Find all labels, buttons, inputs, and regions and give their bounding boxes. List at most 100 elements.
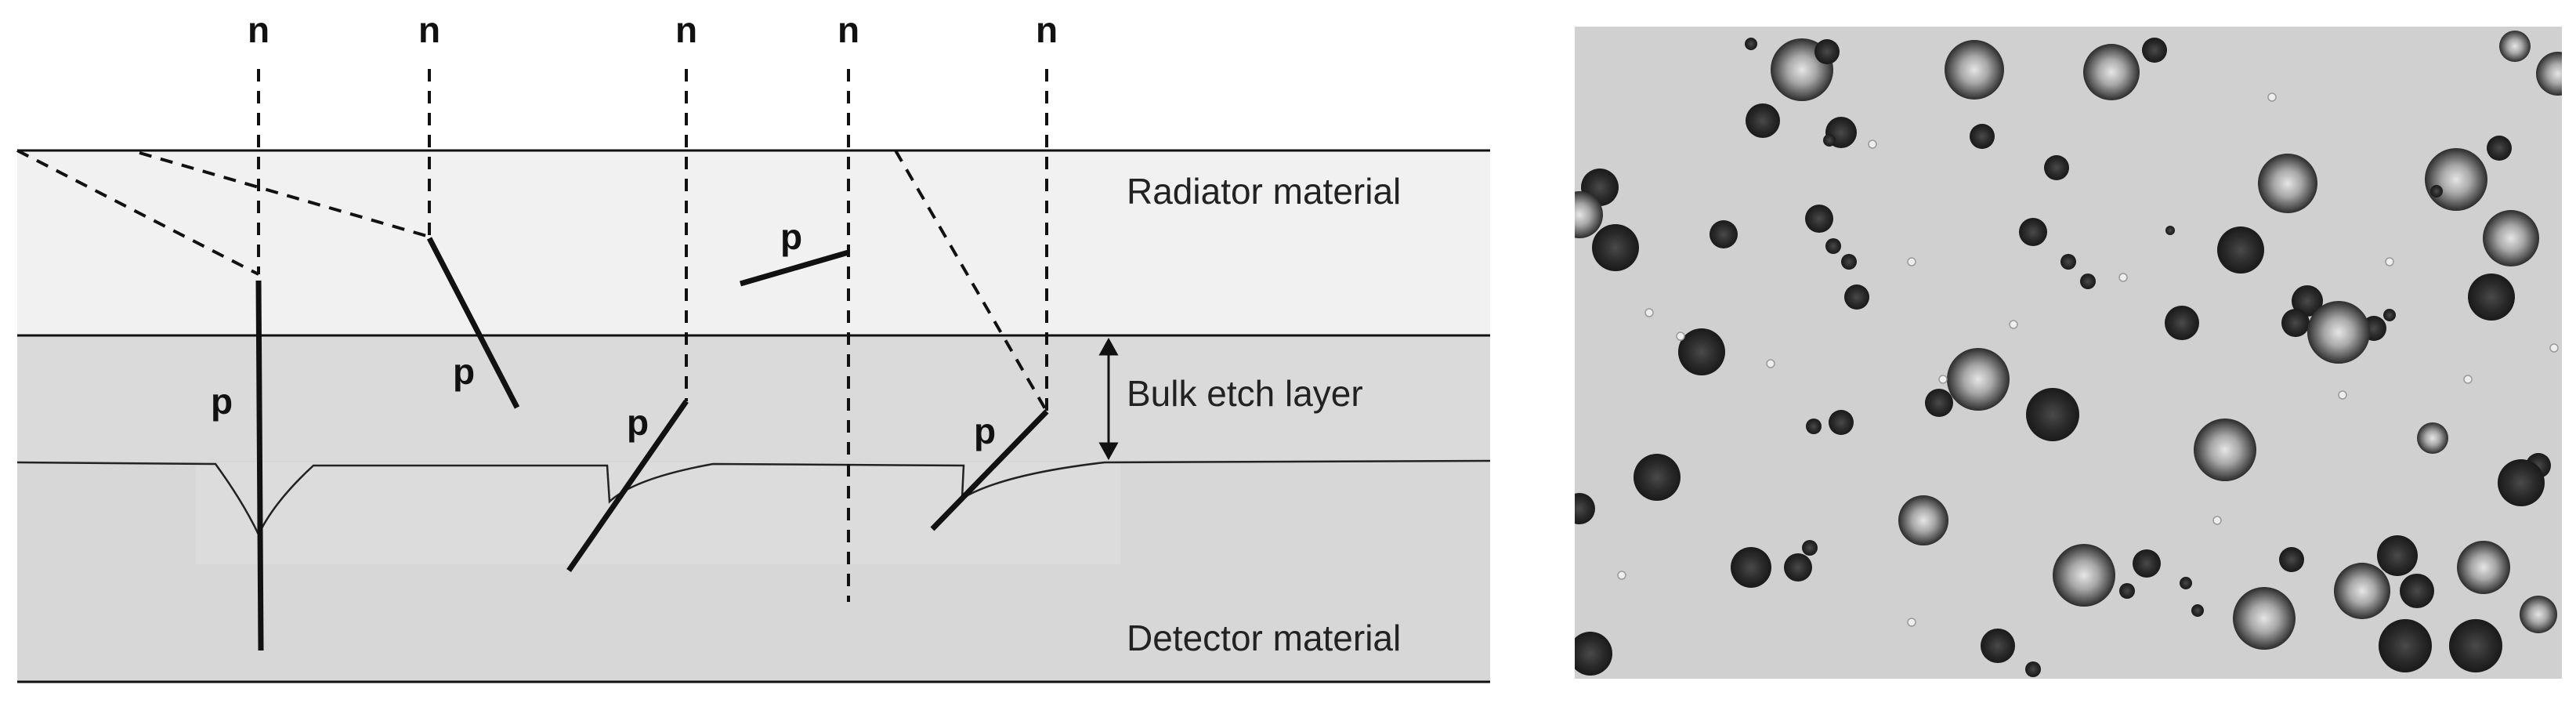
dark-track-spot [2080, 274, 2096, 289]
dark-track-spot [1592, 224, 1639, 271]
ring-track-spot [2499, 31, 2531, 62]
dark-track-spot [2142, 38, 2167, 63]
light-speck [2463, 375, 2473, 384]
ring-track-spot [1947, 348, 2010, 411]
dark-track-spot [1575, 632, 1612, 676]
light-speck [2009, 320, 2018, 329]
bulk-etch-thickness-arrow [1098, 337, 1119, 461]
etched-region-shade [196, 462, 1120, 564]
dark-track-spot [1802, 540, 1818, 556]
etched-tracks-micrograph [1575, 27, 2562, 679]
n-label-4: n [838, 9, 859, 50]
dark-track-spot [2468, 274, 2515, 321]
dark-track-spot [2449, 619, 2502, 672]
p-label-5: p [974, 411, 996, 451]
dark-track-spot [2292, 285, 2323, 317]
dark-track-spot [2019, 218, 2047, 246]
dark-track-spot [2400, 574, 2434, 608]
dark-track-spot [1814, 39, 1840, 64]
light-speck [1617, 571, 1626, 580]
dark-track-spot [2487, 136, 2512, 161]
p-tracks [255, 237, 1049, 651]
radiator-material-label: Radiator material [1127, 171, 1401, 212]
dark-track-spot [2025, 661, 2041, 677]
n-label-1: n [248, 9, 270, 50]
light-speck [1868, 140, 1877, 149]
n-lines [257, 69, 1048, 602]
p-label-2: p [453, 351, 475, 392]
dark-track-spot [2191, 604, 2204, 617]
n-label-5: n [1036, 9, 1058, 50]
light-speck [2385, 257, 2394, 266]
dark-track-spot [1731, 547, 1771, 588]
projection-line-2 [139, 151, 430, 238]
ring-track-spot [2307, 301, 2370, 364]
dark-track-spot [1784, 553, 1812, 582]
ring-track-spot [2417, 422, 2448, 454]
detector-material-label: Detector material [1127, 618, 1401, 658]
n-label-2: n [418, 9, 440, 50]
light-speck [1644, 308, 1654, 317]
track-formation-diagram: n n n n n p p p p p Radiator material Bu… [16, 9, 1491, 683]
dark-track-spot [2383, 309, 2396, 321]
dark-track-spot [1925, 389, 1953, 417]
ring-track-spot [2483, 210, 2539, 266]
ring-track-spot [2233, 587, 2296, 650]
p-track-2 [426, 237, 520, 409]
ring-track-spot [2536, 52, 2562, 96]
ring-track-spot [2194, 419, 2256, 481]
dark-track-spot [1745, 38, 1757, 50]
ring-track-spot [2334, 563, 2390, 619]
dark-track-spot [2430, 185, 2443, 197]
etched-surface-line [16, 459, 1491, 537]
n-label-3: n [675, 9, 697, 50]
light-speck [1907, 257, 1916, 266]
ring-track-spot [1898, 495, 1948, 545]
p-label-4: p [780, 216, 802, 257]
dark-track-spot [1841, 254, 1857, 270]
dark-track-spot [1575, 493, 1595, 524]
radiator-layer [17, 150, 1490, 335]
dark-track-spot [2044, 155, 2069, 180]
dark-track-spot [2165, 226, 2175, 235]
dark-track-spot [1825, 238, 1841, 254]
dark-track-spot [2119, 583, 2135, 599]
light-speck [2549, 343, 2559, 353]
bulk-etch-layer [17, 335, 1490, 461]
dark-track-spot [2498, 459, 2545, 506]
dark-track-spot [1805, 205, 1833, 233]
dark-track-spot [1823, 134, 1836, 147]
light-speck [2118, 273, 2128, 282]
dark-track-spot [1678, 328, 1725, 375]
dark-track-spot [1981, 629, 2015, 663]
dark-track-spot [1746, 103, 1780, 138]
light-speck [1766, 359, 1775, 368]
dark-track-spot [1829, 410, 1854, 435]
projection-line-1 [16, 149, 259, 276]
light-speck [2212, 516, 2222, 525]
light-speck [2338, 390, 2347, 400]
ring-track-spot [2425, 148, 2487, 211]
dark-track-spot [1709, 220, 1738, 248]
p-track-1 [255, 280, 264, 651]
dark-track-spot [1806, 419, 1822, 434]
projection-line-3 [894, 149, 1048, 413]
ring-track-spot [2083, 44, 2140, 100]
p-track-5 [930, 409, 1049, 531]
dark-track-spot [1844, 284, 1869, 310]
p-track-3 [566, 400, 689, 572]
dark-track-spot [2281, 309, 2310, 337]
dark-track-spot [2060, 254, 2076, 270]
ring-track-spot [2520, 596, 2557, 633]
ring-track-spot [2258, 154, 2317, 213]
ring-track-spot [2053, 544, 2115, 607]
dark-track-spot [1970, 124, 1995, 149]
bulk-etch-layer-label: Bulk etch layer [1127, 373, 1363, 414]
dark-track-spot [2379, 619, 2432, 672]
dark-track-spot [2026, 388, 2079, 441]
light-speck [1676, 332, 1685, 341]
dark-track-spot [2165, 306, 2199, 340]
dark-track-spot [2377, 535, 2418, 576]
p-track-4 [740, 249, 849, 287]
light-speck [1907, 618, 1916, 627]
